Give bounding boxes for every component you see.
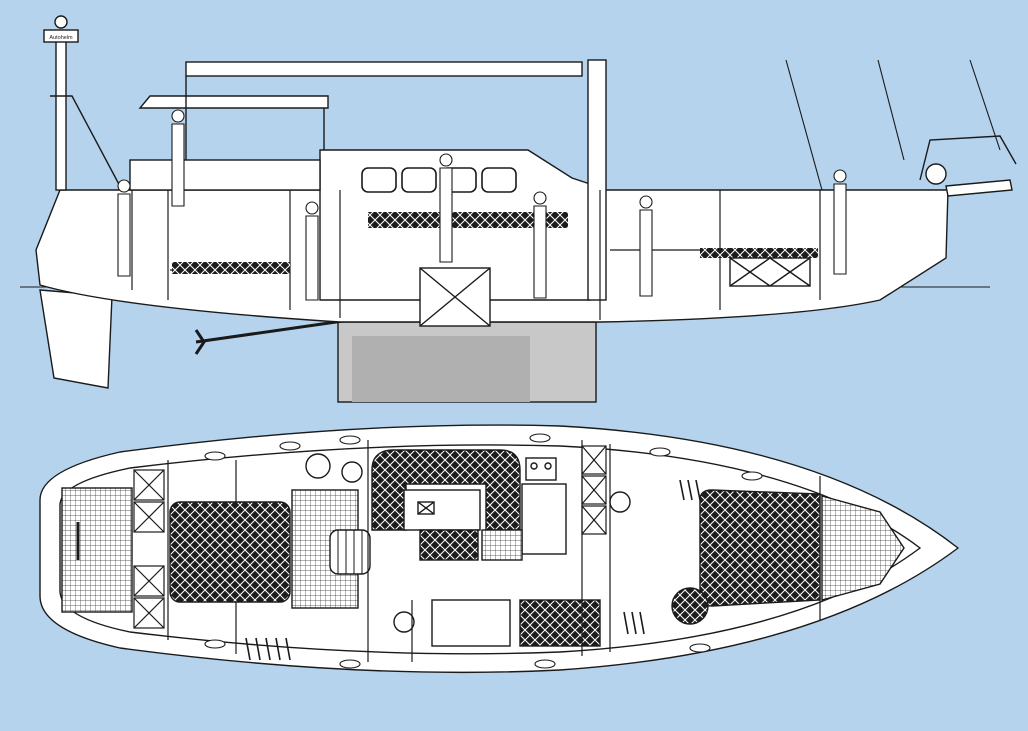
forward-head-toilet xyxy=(393,611,415,633)
forward-cabin-sink xyxy=(609,491,631,513)
aft-head-sink xyxy=(305,453,331,479)
forepeak xyxy=(821,495,905,601)
plan-portlights xyxy=(204,433,763,669)
profile-figures xyxy=(117,109,847,301)
galley-sole xyxy=(481,529,523,561)
pushpit xyxy=(50,95,123,191)
saloon-settee-starboard xyxy=(519,599,601,647)
propeller xyxy=(194,329,206,355)
plan-lockers xyxy=(133,445,869,629)
forestay-2 xyxy=(877,59,905,161)
plan-view xyxy=(39,424,960,674)
galley-counter xyxy=(521,483,567,555)
forestay-3 xyxy=(969,59,1001,151)
mast xyxy=(587,59,607,301)
forestay-1 xyxy=(785,59,823,191)
profile-view: Autohelm xyxy=(20,15,1017,403)
transom-platform xyxy=(61,487,133,613)
saloon-table xyxy=(403,489,481,531)
nav-desk xyxy=(431,599,511,647)
dodger-frame xyxy=(138,95,329,109)
bimini-top xyxy=(185,61,583,77)
aft-cabin-berth xyxy=(169,501,291,603)
forward-cabin-locker xyxy=(729,257,811,287)
companionway-steps xyxy=(329,529,371,575)
saloon-settee-u xyxy=(371,449,521,531)
prop-shaft xyxy=(195,318,351,344)
rudder xyxy=(39,289,113,389)
profile-berth-aft xyxy=(172,262,290,274)
radar-badge: Autohelm xyxy=(49,35,73,41)
cockpit-coaming xyxy=(129,159,321,191)
plan-bulkheads xyxy=(167,440,821,662)
profile-berth-fwd xyxy=(700,248,818,258)
bowsprit xyxy=(945,179,1013,197)
galley-stove xyxy=(525,457,557,481)
radar-pole xyxy=(55,39,67,191)
radar-dome xyxy=(43,29,79,43)
forward-v-berth xyxy=(699,489,821,607)
keel-bulb xyxy=(352,336,530,402)
bow-pulpit xyxy=(919,135,1017,181)
anchor-windlass xyxy=(925,163,947,185)
hanging-lockers xyxy=(245,479,701,661)
aft-head-toilet xyxy=(341,461,363,483)
forward-shower-drain xyxy=(671,587,709,625)
saloon-settee-port xyxy=(419,529,479,561)
profile-settee xyxy=(368,212,568,228)
deck-inner-line xyxy=(59,444,922,655)
